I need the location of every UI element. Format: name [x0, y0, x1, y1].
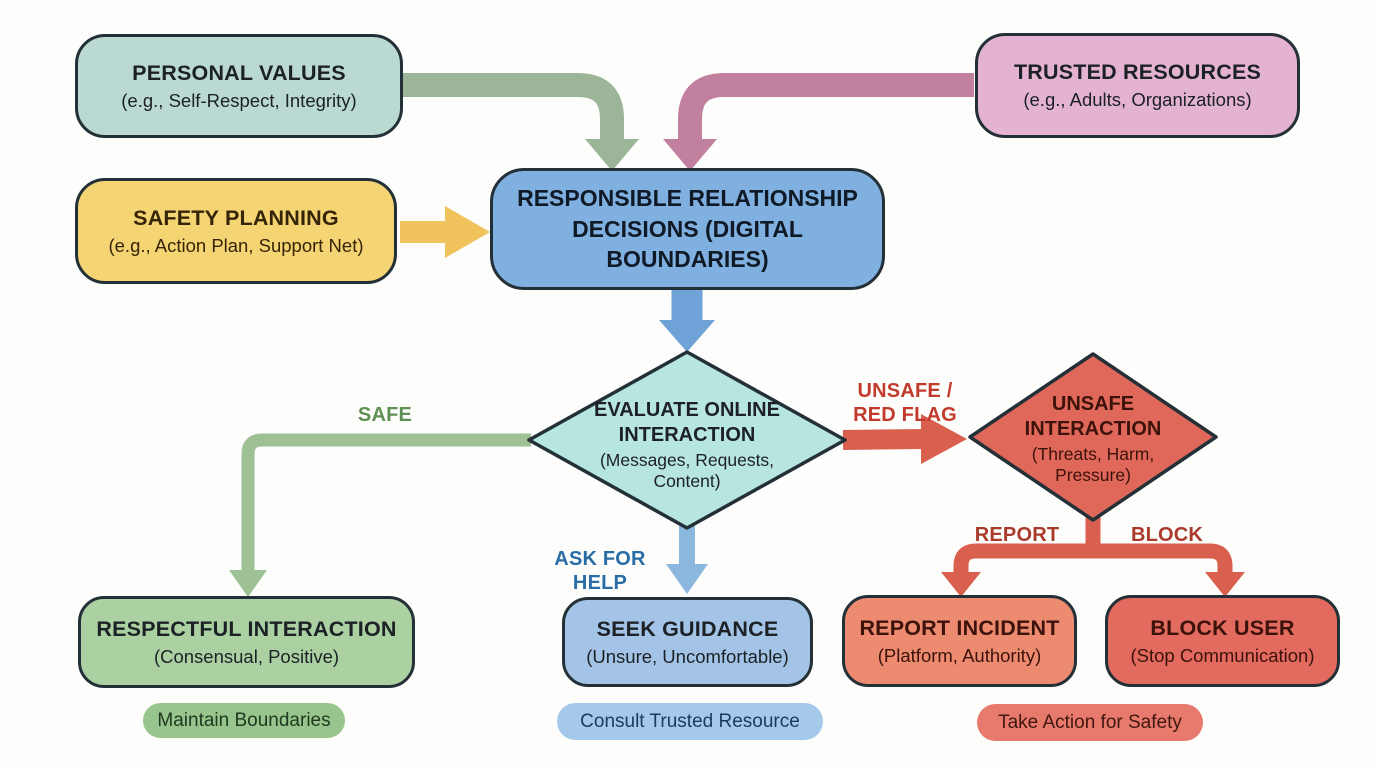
evaluate-title: EVALUATE ONLINE INTERACTION [594, 399, 780, 446]
trusted-resources-subtitle: (e.g., Adults, Organizations) [1023, 89, 1252, 111]
evaluate-diamond-text: EVALUATE ONLINE INTERACTION (Messages, R… [572, 398, 802, 493]
evaluate-subtitle: (Messages, Requests, Content) [599, 450, 775, 492]
label-ask-for-help: ASK FOR HELP [554, 548, 646, 594]
unsafe-arrow-shaft [842, 429, 925, 450]
unsafe-subtitle: (Threats, Harm, Pressure) [1031, 444, 1155, 486]
node-seek-guidance: SEEK GUIDANCE (Unsure, Uncomfortable) [562, 597, 813, 687]
mauve-elbow-arrow-shaft [678, 73, 974, 141]
node-decision-hub: RESPONSIBLE RELATIONSHIP DECISIONS (DIGI… [490, 168, 885, 290]
edge-evaluate-to-respectful [229, 433, 531, 597]
report-arrowhead-icon [941, 572, 981, 597]
edge-safety-planning-to-hub [400, 206, 490, 258]
label-report: REPORT [974, 524, 1060, 546]
label-unsafe-line1: UNSAFE / [857, 380, 953, 402]
block-user-title: BLOCK USER [1150, 615, 1295, 640]
label-unsafe-line2: RED FLAG [853, 403, 957, 426]
green-elbow-arrowhead-icon [585, 139, 639, 171]
node-safety-planning: SAFETY PLANNING (e.g., Action Plan, Supp… [75, 178, 397, 284]
safe-elbow-arrow-shaft [241, 433, 531, 572]
pill-maintain-boundaries: Maintain Boundaries [143, 703, 345, 738]
safe-arrowhead-icon [229, 570, 267, 597]
personal-values-subtitle: (e.g., Self-Respect, Integrity) [121, 89, 357, 111]
node-trusted-resources: TRUSTED RESOURCES (e.g., Adults, Organiz… [975, 33, 1300, 138]
seek-guidance-subtitle: (Unsure, Uncomfortable) [586, 645, 789, 667]
edge-hub-to-evaluate [659, 290, 715, 352]
seek-guidance-title: SEEK GUIDANCE [596, 616, 779, 641]
respectful-title: RESPECTFUL INTERACTION [96, 616, 397, 641]
unsafe-title: UNSAFE INTERACTION [1024, 393, 1162, 440]
help-arrowhead-icon [666, 564, 708, 594]
blue-down-arrowhead-icon [659, 320, 715, 352]
edge-unsafe-to-report-block [941, 514, 1245, 597]
edge-trusted-resources-to-hub [663, 73, 974, 171]
yellow-arrowhead-icon [445, 206, 490, 258]
evaluate-diamond-shape [527, 350, 847, 530]
unsafe-arrowhead-icon [921, 414, 967, 464]
mauve-elbow-arrowhead-icon [663, 139, 717, 171]
decision-hub-title: RESPONSIBLE RELATIONSHIP DECISIONS (DIGI… [517, 185, 858, 273]
unsafe-diamond-text: UNSAFE INTERACTION (Threats, Harm, Press… [998, 392, 1188, 487]
report-incident-title: REPORT INCIDENT [859, 615, 1060, 640]
pill-take-action-for-safety: Take Action for Safety [977, 704, 1203, 741]
safety-planning-title: SAFETY PLANNING [133, 205, 339, 230]
node-block-user: BLOCK USER (Stop Communication) [1105, 595, 1340, 687]
trusted-resources-title: TRUSTED RESOURCES [1013, 60, 1262, 85]
label-block: BLOCK [1130, 524, 1204, 546]
block-arrowhead-icon [1205, 572, 1245, 597]
green-elbow-arrow-shaft [403, 73, 624, 141]
node-personal-values: PERSONAL VALUES (e.g., Self-Respect, Int… [75, 34, 403, 138]
pill-consult-trusted-resource: Consult Trusted Resource [557, 703, 823, 740]
label-unsafe-red-flag: UNSAFE / RED FLAG [845, 380, 965, 427]
split-branches-shaft [953, 543, 1233, 574]
safety-planning-subtitle: (e.g., Action Plan, Support Net) [108, 234, 364, 256]
edge-evaluate-to-unsafe [842, 414, 967, 464]
unsafe-diamond-shape [968, 352, 1218, 522]
block-user-subtitle: (Stop Communication) [1130, 644, 1315, 666]
respectful-subtitle: (Consensual, Positive) [153, 645, 340, 667]
personal-values-title: PERSONAL VALUES [132, 60, 346, 85]
node-report-incident: REPORT INCIDENT (Platform, Authority) [842, 595, 1077, 687]
report-incident-subtitle: (Platform, Authority) [877, 644, 1042, 666]
edge-evaluate-to-seek-guidance [666, 525, 708, 594]
edge-personal-values-to-hub [403, 73, 639, 171]
node-respectful-interaction: RESPECTFUL INTERACTION (Consensual, Posi… [78, 596, 415, 688]
label-safe: SAFE [357, 404, 413, 426]
